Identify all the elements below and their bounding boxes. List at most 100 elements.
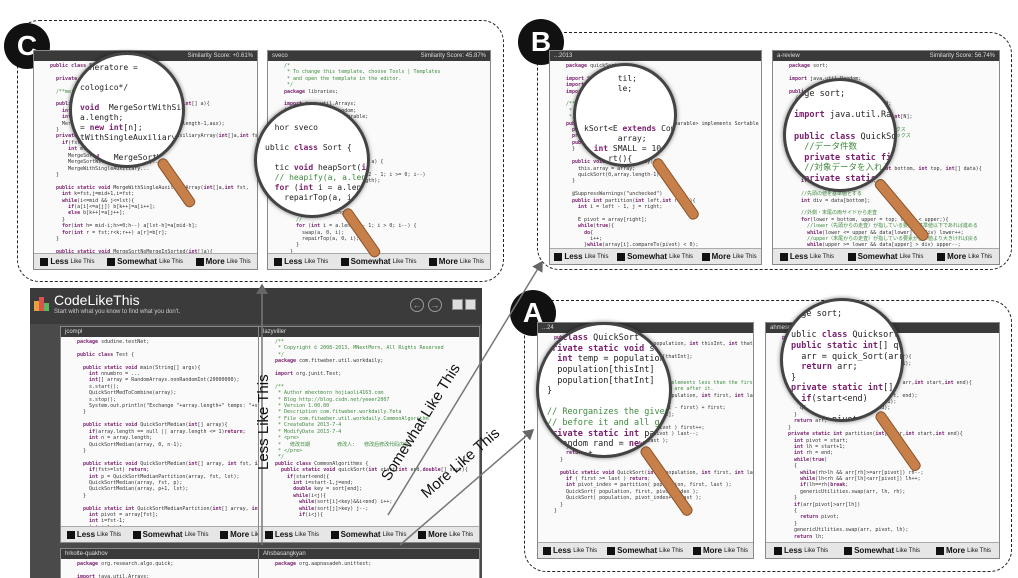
code-line: while(true){ (578, 223, 615, 230)
code-line: /** (275, 383, 285, 390)
rating-less-checkbox[interactable] (779, 252, 788, 261)
code-line (275, 574, 475, 578)
rating-more-checkbox[interactable] (692, 546, 701, 555)
code-line: } (77, 492, 87, 499)
rating-less-checkbox[interactable] (542, 546, 551, 555)
rating-more-checkbox[interactable] (701, 252, 710, 261)
rating-less-checkbox[interactable] (554, 252, 563, 261)
code-line: import java.util.Arrays; (77, 573, 150, 578)
rating-somewhat-checkbox[interactable] (330, 530, 339, 539)
code-line: * CreateDate 2013-7-4 (275, 422, 342, 429)
code-line: while(i<=mid && j<=lst){ (62, 197, 135, 204)
code-line: int div = data[bottom]; (801, 197, 871, 204)
code-line: package com.fitweber.util.workdaily; (275, 358, 384, 365)
rating-more-label: More (205, 257, 225, 266)
code-line: * Description com.fitweber.workdaily.Yet… (275, 409, 402, 416)
rating-somewhat-checkbox[interactable] (107, 257, 116, 266)
panel-title: Ahsbasangkyan (263, 551, 306, 557)
rating-less-label: Less (789, 252, 809, 261)
code-line: */ (284, 82, 294, 89)
code-line: int rh = end; (794, 450, 834, 457)
rating-less-checkbox[interactable] (264, 530, 273, 539)
code-line: int lh = start+1; (794, 443, 846, 450)
code-line: System.out.println("Exchange "+array.len… (77, 403, 270, 410)
rating-less-checkbox[interactable] (66, 530, 75, 539)
magnified-line: //データ件数 (794, 142, 857, 153)
code-line: int j=lst+1; (77, 525, 277, 527)
rating-suffix: Like This (449, 531, 474, 538)
rating-more-checkbox[interactable] (195, 257, 204, 266)
rating-more-checkbox[interactable] (418, 530, 427, 539)
code-line: i++; (566, 235, 603, 242)
magnified-line: Random rand = new (547, 439, 645, 450)
magnified-line (584, 94, 670, 104)
magnified-line (547, 397, 665, 408)
code-line: if(lh==rh)break; (800, 482, 849, 489)
rating-less-checkbox[interactable] (274, 257, 283, 266)
panel-title: ...24 (542, 325, 554, 331)
code-line: * ModifyDate 2013-7-4 (275, 428, 342, 435)
panel-titlebar: hrkolte-quakhov (61, 549, 281, 559)
magnified-line: private static final (804, 152, 897, 163)
rating-somewhat-checkbox[interactable] (340, 257, 349, 266)
rating-suffix: Like This (159, 258, 183, 265)
rating-suffix: Like This (382, 531, 407, 538)
back-button[interactable]: ← (410, 298, 424, 312)
code-line: swap(a, 0, i); (284, 229, 345, 236)
rating-less-label: Less (50, 257, 69, 266)
rating-suffix: Like This (584, 253, 609, 260)
rating-somewhat-checkbox[interactable] (844, 546, 853, 555)
rating-somewhat-checkbox[interactable] (607, 546, 616, 555)
magnified-line: hor sveco (265, 123, 318, 132)
panel-title: a-review (777, 53, 800, 59)
rating-more-checkbox[interactable] (428, 257, 437, 266)
rating-less-checkbox[interactable] (773, 546, 782, 555)
code-line: } (566, 146, 576, 153)
rating-less-label: Less (552, 546, 572, 555)
forward-button[interactable]: → (428, 298, 442, 312)
rating-somewhat-checkbox[interactable] (847, 252, 856, 261)
code-line: while(lh<rh && arr[lh]<arr[pivot]) lh++; (800, 475, 921, 482)
label-less-like-this: Less Like This (255, 374, 272, 470)
layout-grid-button[interactable] (452, 299, 463, 310)
rating-somewhat-checkbox[interactable] (132, 530, 141, 539)
code-line: } (566, 178, 576, 185)
rating-less-checkbox[interactable] (40, 257, 49, 266)
magnified-line: // Reorganizes the given (547, 407, 670, 418)
rating-more-checkbox[interactable] (935, 546, 944, 555)
code-line: } (554, 456, 564, 463)
magnified-line (265, 153, 363, 163)
rating-more-checkbox[interactable] (937, 252, 946, 261)
rating-more-checkbox[interactable] (220, 530, 229, 539)
code-view: package sdudine.testNet; public class Te… (61, 337, 281, 527)
code-line: }while(array[i].compareTo(pivot) < 0); (566, 242, 699, 249)
layout-list-button[interactable] (465, 299, 476, 310)
rating-somewhat-checkbox[interactable] (617, 252, 626, 261)
